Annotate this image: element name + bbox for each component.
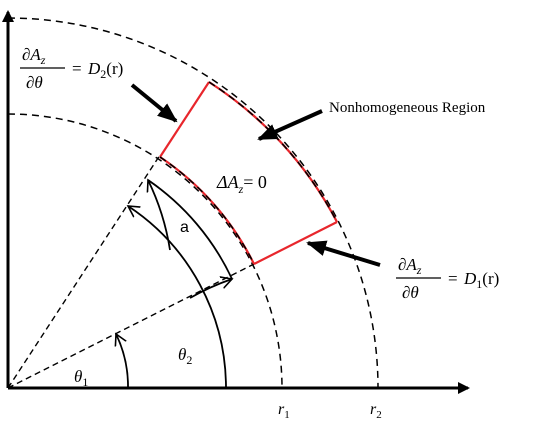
svg-text:D1(r): D1(r): [463, 269, 499, 291]
svg-text:=: =: [72, 59, 82, 78]
region-arc-outer-dash: [208, 81, 338, 223]
region-edge-theta1: [253, 221, 338, 265]
region-arc-inner-dash: [159, 156, 255, 265]
radial-line-theta1: [7, 263, 255, 389]
arrow-to-region-label: [257, 109, 323, 141]
arrow-to-d2-edge: [130, 83, 178, 123]
theta2-angle-arc: [128, 206, 227, 389]
a-arc-arrow-start: [148, 180, 171, 251]
nonhomogeneous-region-label: Nonhomogeneous Region: [329, 100, 486, 116]
d1-boundary-label: ∂Az ∂θ = D1(r): [396, 255, 499, 302]
svg-text:∂Az: ∂Az: [398, 255, 422, 277]
a-label: a: [180, 219, 189, 236]
theta1-label: θ1: [74, 367, 88, 389]
a-arc-middle: [147, 179, 233, 280]
r2-label: r2: [370, 401, 382, 421]
svg-text:∂θ: ∂θ: [402, 283, 419, 302]
theta2-label: θ2: [178, 345, 192, 367]
a-arc-arrow-end: [189, 279, 232, 299]
r1-label: r1: [278, 401, 290, 421]
laplace-condition-label: ΔAz= 0: [216, 172, 267, 196]
arrow-to-d1-edge: [306, 240, 381, 267]
svg-text:D2(r): D2(r): [87, 59, 123, 81]
region-arc-outer: [208, 81, 338, 223]
svg-text:=: =: [448, 269, 458, 288]
svg-text:∂Az: ∂Az: [22, 45, 46, 67]
outer-arc-r2: [7, 17, 379, 389]
theta1-angle-arc: [116, 334, 129, 389]
radial-line-theta2: [7, 154, 161, 389]
region-edge-theta2: [159, 81, 210, 158]
svg-text:∂θ: ∂θ: [26, 73, 43, 92]
nonhomogeneous-region: [159, 81, 338, 265]
inner-arc-r1: [7, 113, 283, 389]
d2-boundary-label: ∂Az ∂θ = D2(r): [20, 45, 123, 92]
